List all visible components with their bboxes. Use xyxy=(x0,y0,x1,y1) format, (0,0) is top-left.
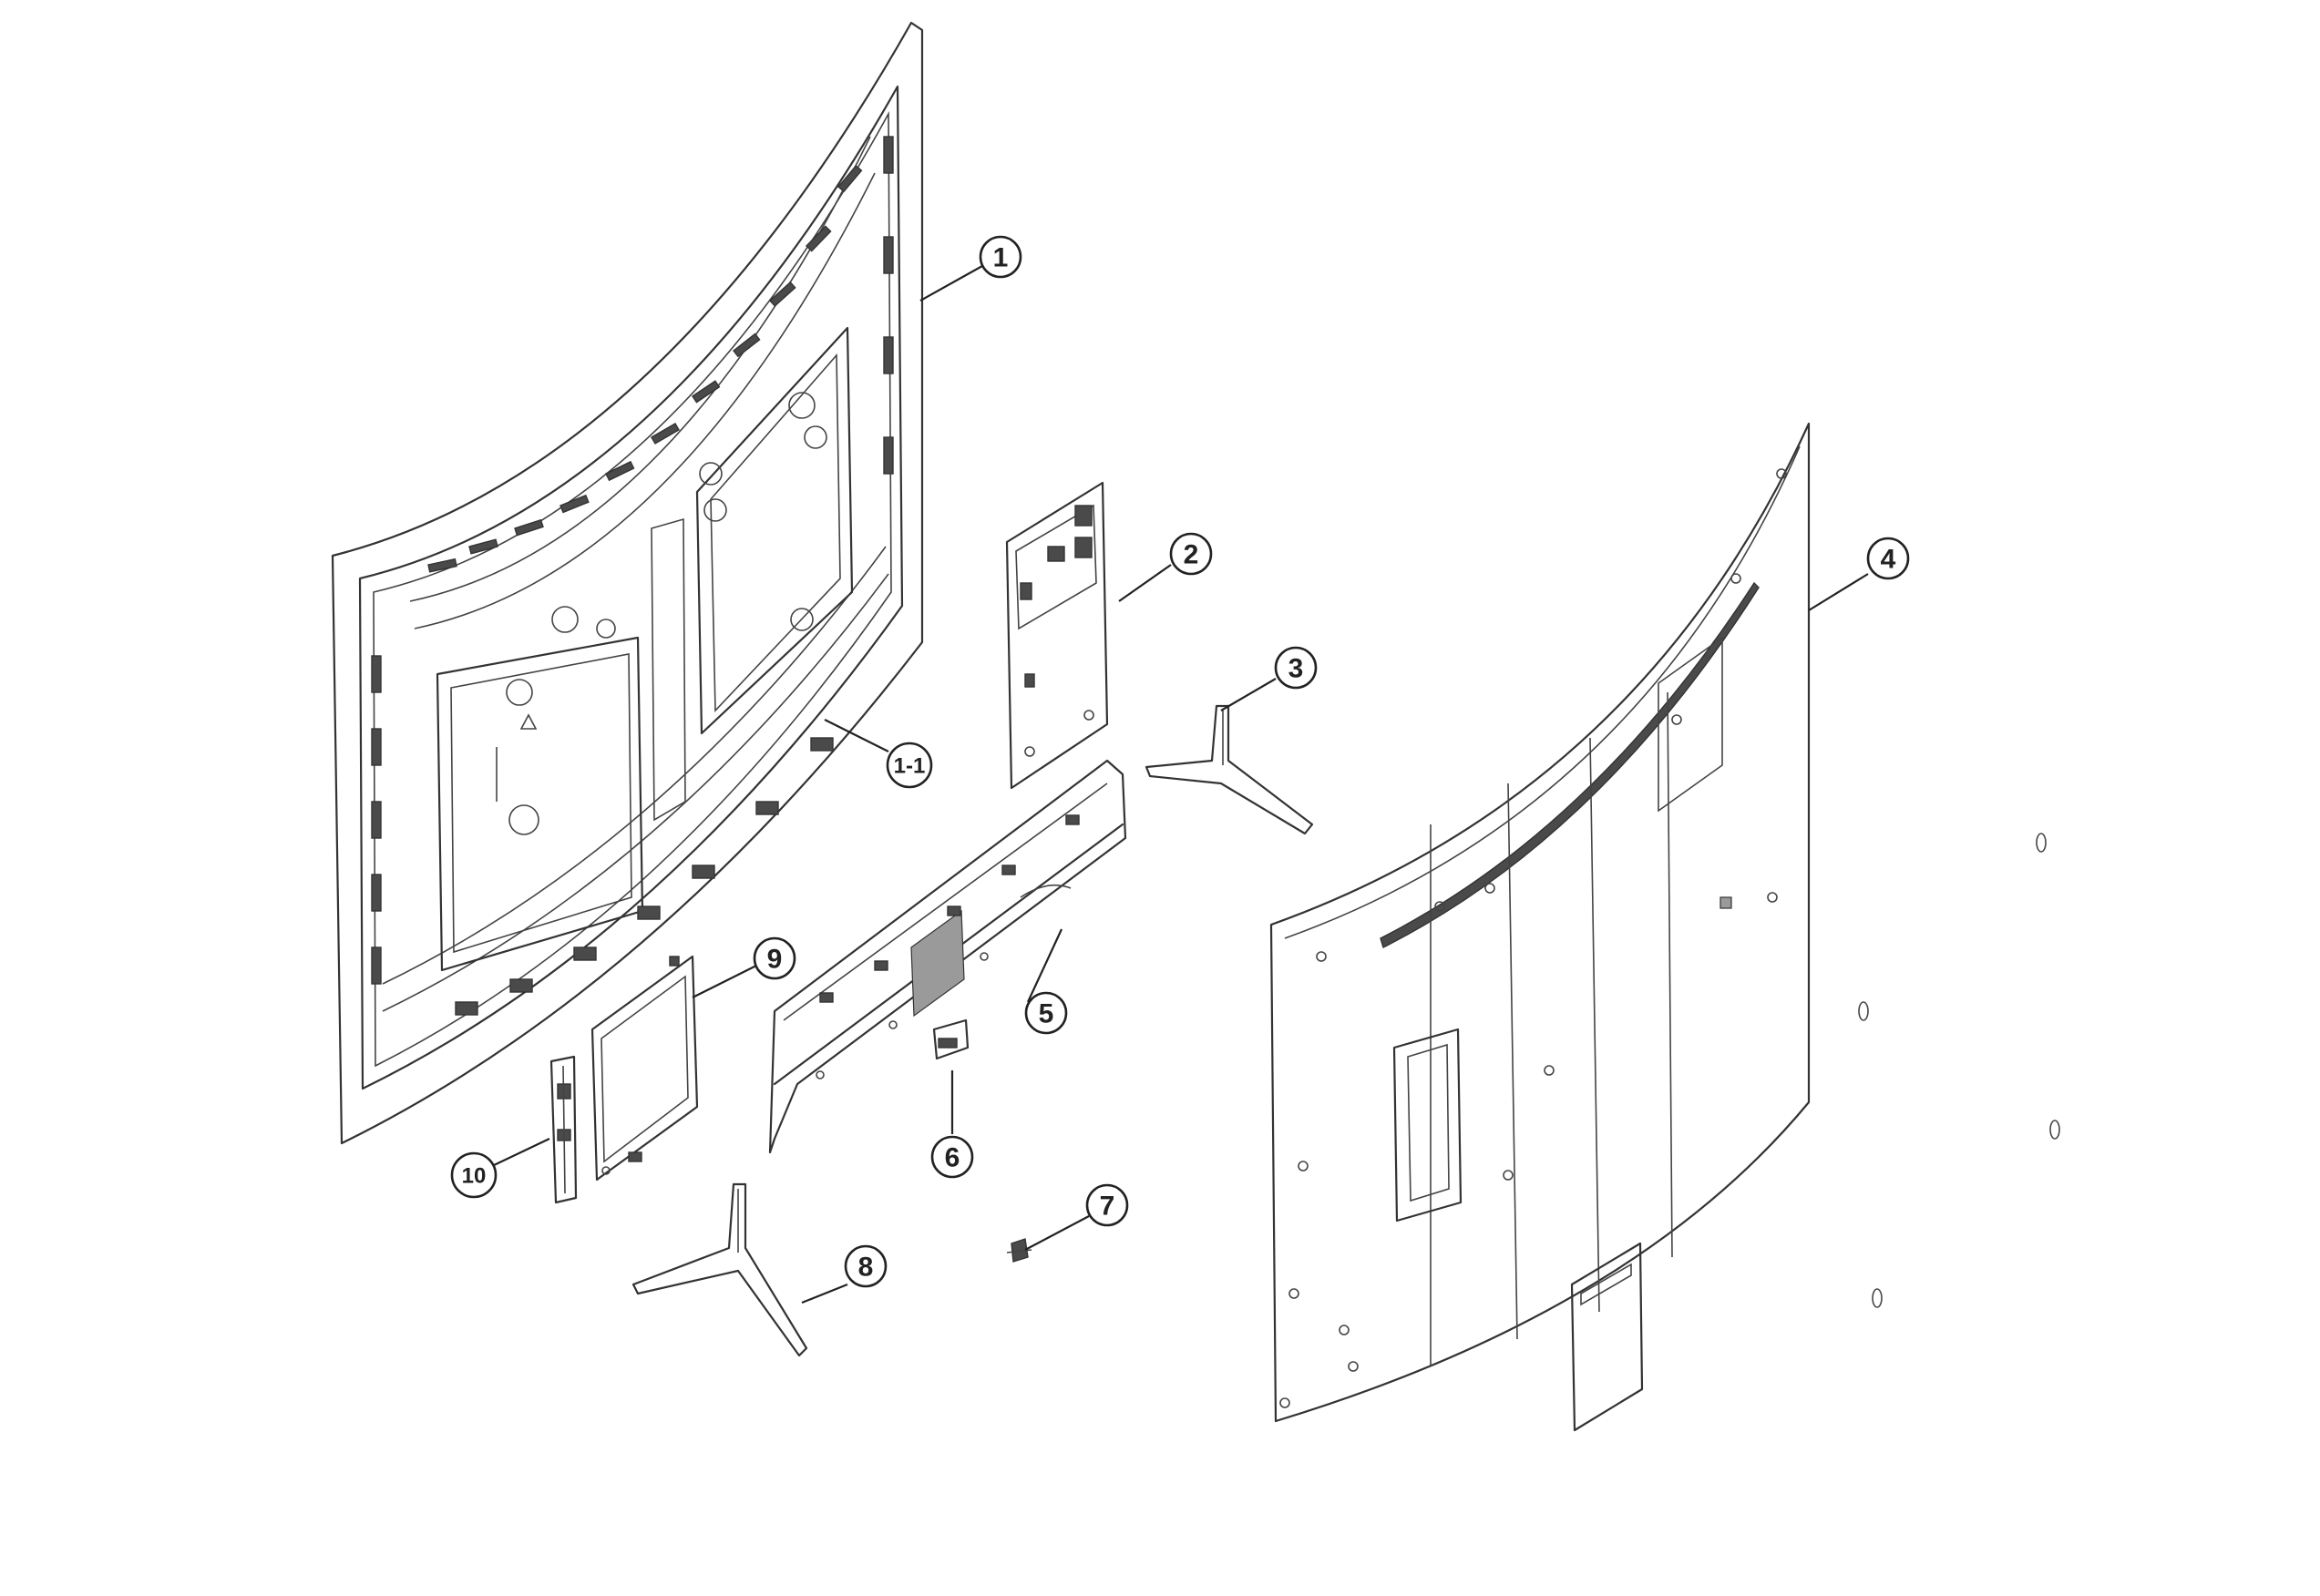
callout-2: 2 xyxy=(1169,532,1213,576)
callout-3-label: 3 xyxy=(1288,654,1304,684)
part-10-control-board xyxy=(549,1055,578,1204)
callout-8: 8 xyxy=(844,1244,888,1288)
callout-6: 6 xyxy=(930,1135,974,1179)
callout-7: 7 xyxy=(1085,1183,1129,1227)
callout-9-label: 9 xyxy=(767,945,783,975)
callout-4-label: 4 xyxy=(1881,545,1896,575)
top-rail-slots xyxy=(427,165,863,573)
part-3-stand-leg xyxy=(1145,704,1314,835)
part-6-small-bracket xyxy=(932,1018,970,1060)
part-1-display-assembly xyxy=(331,21,924,1145)
part-4-rear-cover xyxy=(1269,422,1811,1423)
leader-lines xyxy=(491,265,1869,1304)
callout-1: 1 xyxy=(979,235,1022,279)
callout-1-1-label: 1-1 xyxy=(894,754,926,779)
callout-6-label: 6 xyxy=(945,1143,960,1173)
part-7-clip xyxy=(1006,1238,1032,1263)
callout-1-1: 1-1 xyxy=(886,742,933,789)
part-2-main-board xyxy=(1005,481,1109,790)
callout-5: 5 xyxy=(1024,991,1068,1035)
callout-2-label: 2 xyxy=(1184,540,1199,570)
callout-9: 9 xyxy=(753,936,796,980)
part-9-power-board xyxy=(590,955,699,1182)
part-5-bracket xyxy=(768,759,1127,1154)
callout-10-label: 10 xyxy=(462,1164,487,1189)
callout-4: 4 xyxy=(1866,537,1910,580)
callout-5-label: 5 xyxy=(1039,999,1054,1029)
part-8-stand-leg xyxy=(631,1182,808,1357)
rear-cover-plate xyxy=(1570,1242,1644,1432)
callout-1-label: 1 xyxy=(993,243,1009,273)
callout-3: 3 xyxy=(1274,646,1318,690)
callout-8-label: 8 xyxy=(858,1253,874,1283)
screws xyxy=(1858,833,2060,1308)
callout-7-label: 7 xyxy=(1100,1192,1115,1222)
callout-10: 10 xyxy=(450,1151,498,1199)
